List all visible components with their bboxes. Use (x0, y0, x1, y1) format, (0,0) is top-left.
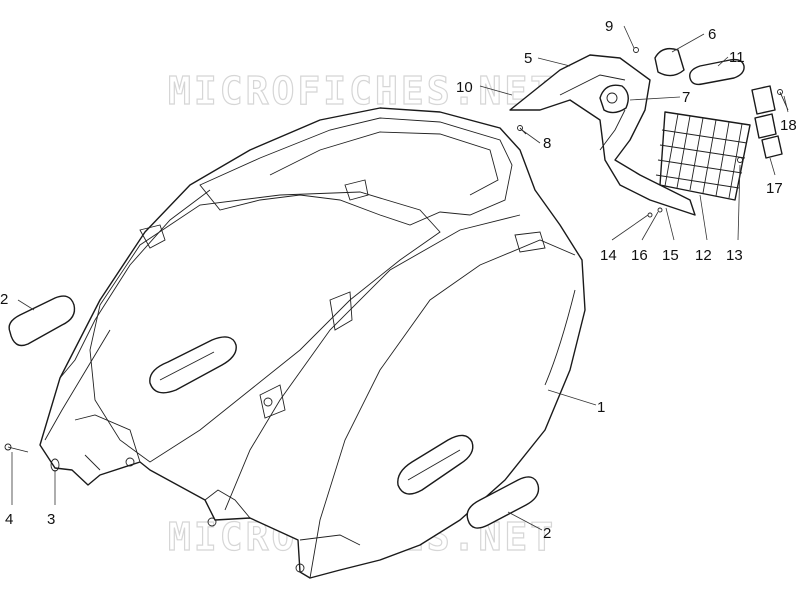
label-part-4: 4 (5, 511, 13, 528)
label-part-14: 14 (600, 247, 617, 264)
screw-part-4 (4, 443, 29, 453)
pad-right (466, 476, 540, 529)
label-part-13: 13 (726, 247, 743, 264)
label-part-2-left: 2 (0, 291, 8, 308)
bracket-part-17 (751, 85, 783, 159)
label-part-8: 8 (543, 135, 551, 152)
bulb-part-7 (599, 84, 629, 114)
part-labels: 1 2 2 3 4 5 6 7 8 9 10 11 12 13 14 15 16… (0, 18, 797, 542)
label-part-1: 1 (597, 399, 605, 416)
lens-part-11 (689, 58, 745, 86)
label-part-12: 12 (695, 247, 712, 264)
leader-lines (11, 25, 789, 531)
label-part-2-right: 2 (543, 525, 551, 542)
label-part-18: 18 (780, 117, 797, 134)
label-part-15: 15 (662, 247, 679, 264)
label-part-17: 17 (766, 180, 783, 197)
watermark-top: MICROFICHES.NET (168, 69, 556, 113)
lamp-cover-part-6 (654, 47, 685, 77)
label-part-5: 5 (524, 50, 532, 67)
reflector-grid-part-12 (655, 111, 751, 201)
label-part-7: 7 (682, 89, 690, 106)
label-part-6: 6 (708, 26, 716, 43)
pad-left (8, 295, 76, 347)
label-part-16: 16 (631, 247, 648, 264)
label-part-11: 11 (729, 49, 745, 66)
label-part-10: 10 (456, 79, 473, 96)
rear-body-shell (39, 107, 586, 579)
label-part-3: 3 (47, 511, 55, 528)
label-part-9: 9 (605, 18, 613, 35)
lamp-bracket-part-5 (509, 54, 696, 216)
